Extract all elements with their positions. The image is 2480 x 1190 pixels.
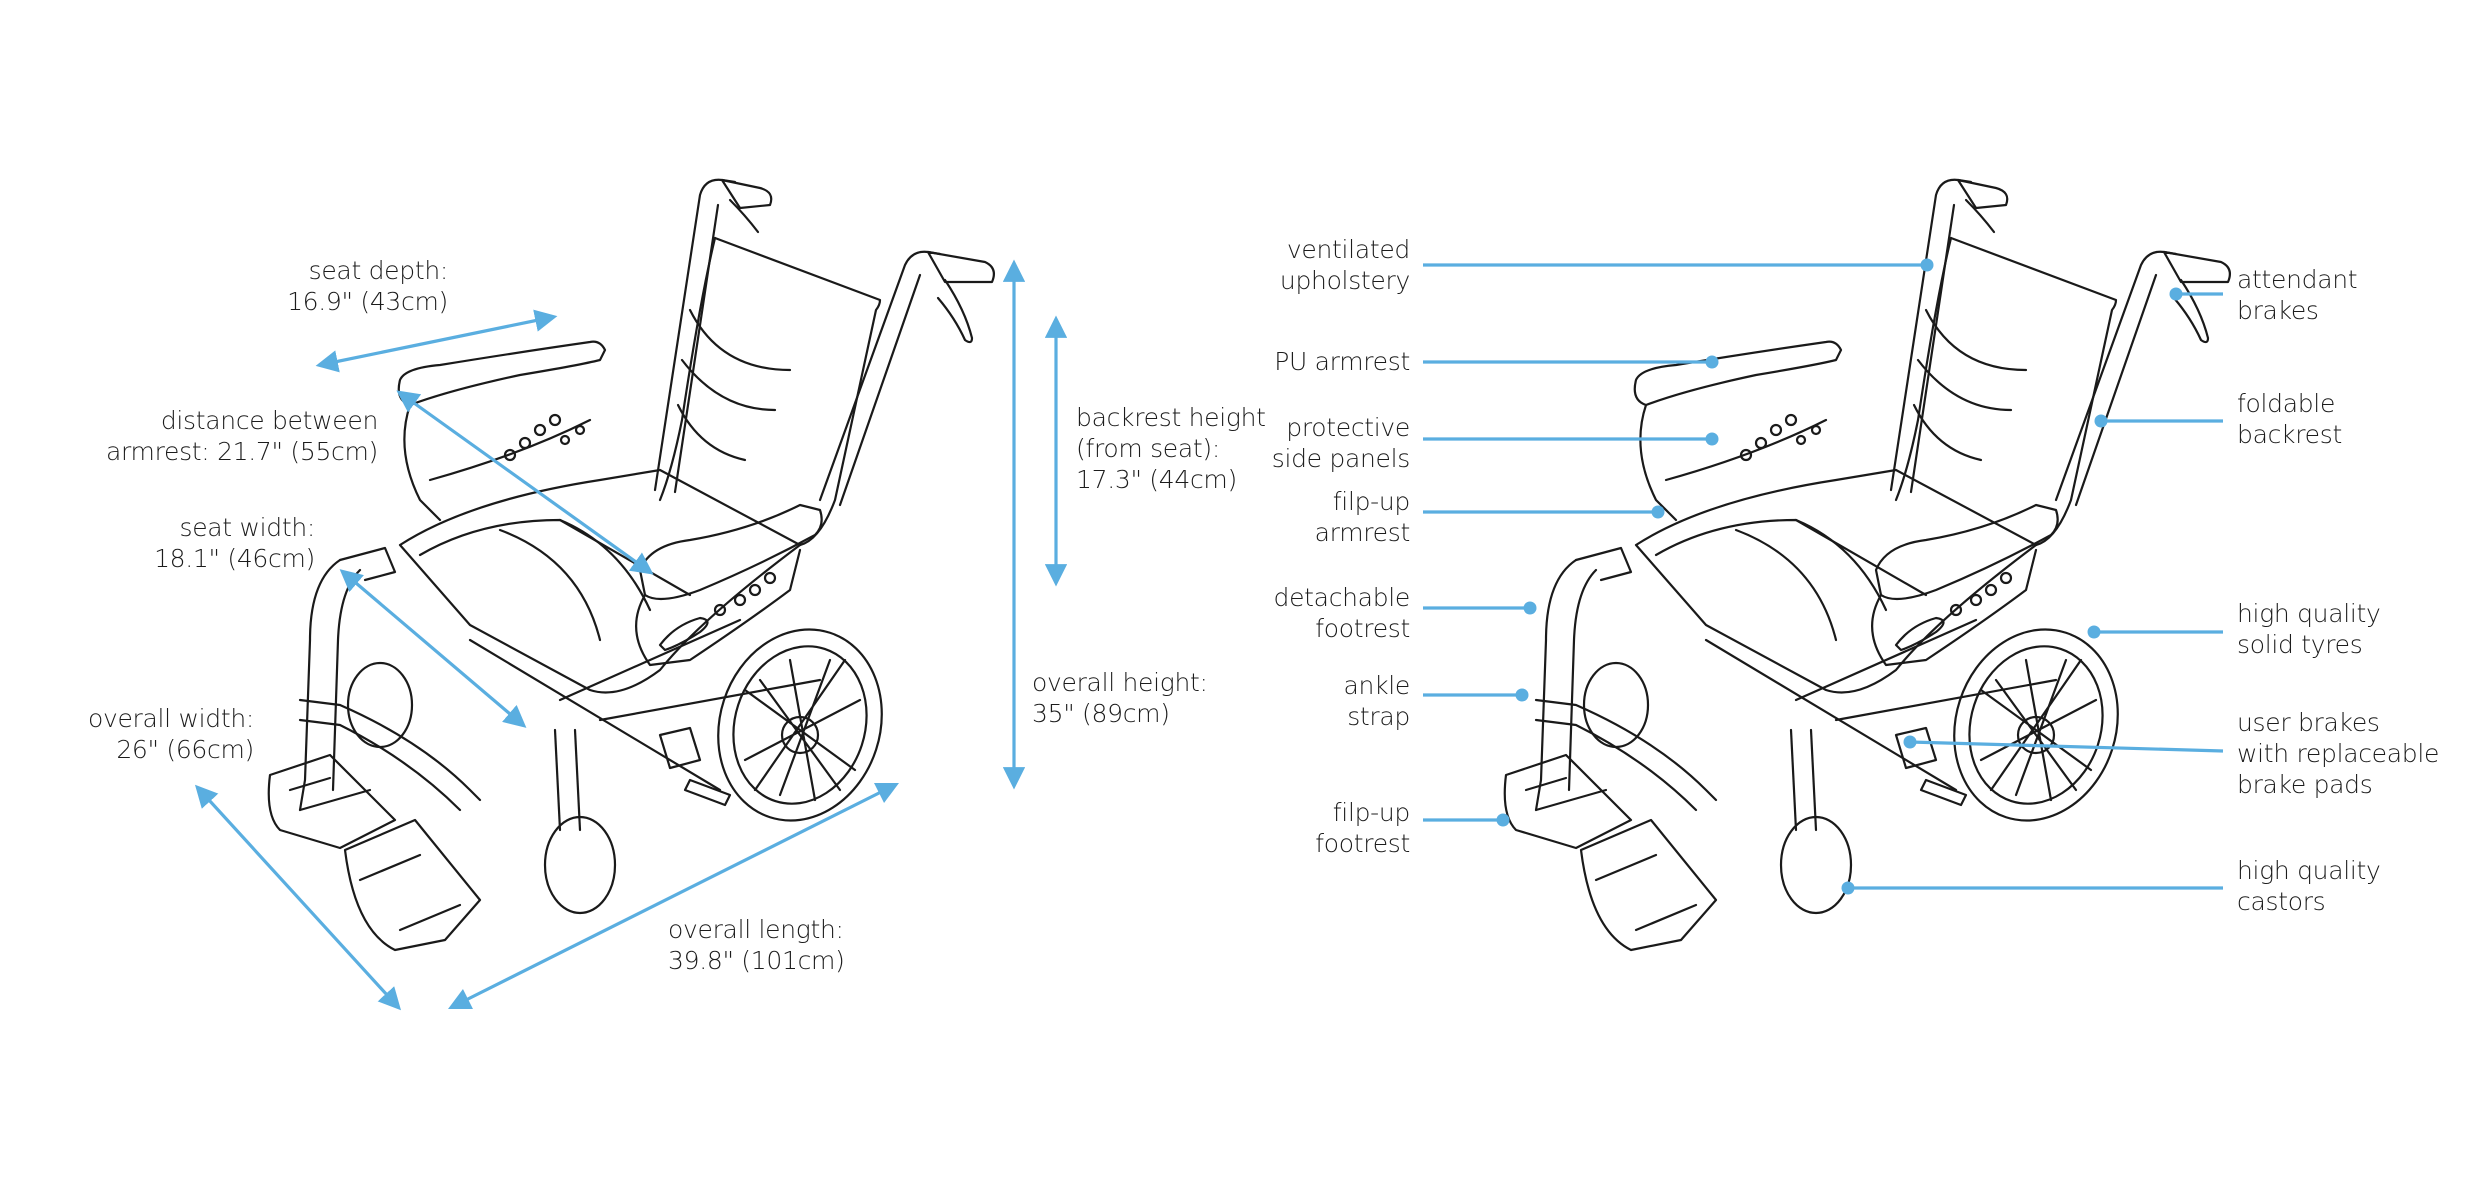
feature-line2: side panels [1271, 444, 1411, 473]
wheelchair-features-drawing [1503, 178, 2231, 952]
distance-between-armrest-label: distance between armrest: 21.7" (55cm) [100, 405, 378, 467]
feature-line1: high quality [2237, 856, 2381, 885]
overall-length-label: overall length: 39.8" (101cm) [668, 914, 845, 976]
distance-between-value: armrest: 21.7" (55cm) [105, 437, 378, 466]
backrest-height-value: 17.3" (44cm) [1076, 465, 1237, 494]
leader-flip-up-footrest [1423, 813, 1510, 827]
feature-line2: castors [2237, 887, 2326, 916]
backrest-height-subtitle: (from seat): [1076, 434, 1220, 463]
feature-line2: footrest [1315, 829, 1410, 858]
overall-width-title: overall width: [87, 704, 254, 733]
feature-line2: footrest [1315, 614, 1410, 643]
distance-between-arrow [396, 390, 654, 575]
leader-user-brakes [1903, 735, 2224, 753]
overall-length-value: 39.8" (101cm) [668, 946, 845, 975]
leader-dot [1705, 432, 1719, 446]
feature-line2: upholstery [1279, 266, 1410, 295]
feature-label-ventilated-upholstery: ventilated upholstery [1200, 234, 1410, 296]
feature-line1: ankle [1343, 671, 1411, 700]
feature-line1: high quality [2237, 599, 2381, 628]
feature-label-foldable-backrest: foldable backrest [2237, 388, 2342, 450]
feature-line1: filp-up [1332, 487, 1411, 516]
seat-depth-title: seat depth: [308, 256, 449, 285]
feature-line1: filp-up [1332, 798, 1411, 827]
leader-dot [1920, 258, 1934, 272]
feature-label-solid-tyres: high quality solid tyres [2237, 598, 2381, 660]
feature-label-castors: high quality castors [2237, 855, 2381, 917]
leader-dot [1651, 505, 1665, 519]
overall-width-value: 26" (66cm) [116, 735, 254, 764]
feature-line2: armrest [1314, 518, 1411, 547]
backrest-height-title: backrest height [1076, 403, 1266, 432]
leader-dot [1841, 881, 1855, 895]
feature-line2: brakes [2237, 296, 2319, 325]
seat-depth-arrow [315, 309, 558, 373]
feature-label-attendant-brakes: attendant brakes [2237, 264, 2358, 326]
feature-label-pu-armrest: PU armrest [1200, 346, 1410, 377]
seat-depth-value: 16.9" (43cm) [287, 287, 448, 316]
seat-width-arrow [339, 569, 527, 728]
seat-width-value: 18.1" (46cm) [154, 544, 315, 573]
overall-width-label: overall width: 26" (66cm) [60, 703, 254, 765]
feature-label-flip-up-footrest: filp-up footrest [1200, 797, 1410, 859]
leader-protective-side-panels [1423, 432, 1719, 446]
overall-height-value: 35" (89cm) [1032, 699, 1170, 728]
leader-dot [2169, 287, 2183, 301]
overall-length-title: overall length: [668, 915, 844, 944]
feature-line2: strap [1347, 702, 1410, 731]
leader-foldable-backrest [2094, 414, 2223, 428]
seat-depth-label: seat depth: 16.9" (43cm) [250, 255, 448, 317]
leader-ventilated-upholstery [1423, 258, 1934, 272]
leader-attendant-brakes [2169, 287, 2223, 301]
feature-label-protective-side-panels: protective side panels [1200, 412, 1411, 474]
feature-line3: brake pads [2237, 770, 2373, 799]
feature-line1: PU armrest [1274, 347, 1410, 376]
leader-dot [1523, 601, 1537, 615]
leader-castors [1841, 881, 2223, 895]
overall-height-title: overall height: [1032, 668, 1208, 697]
feature-line1: ventilated [1286, 235, 1410, 264]
leader-pu-armrest [1423, 355, 1719, 369]
feature-line1: attendant [2237, 265, 2358, 294]
feature-line1: foldable [2237, 389, 2336, 418]
seat-width-title: seat width: [179, 513, 315, 542]
feature-line1: detachable [1273, 583, 1411, 612]
seat-width-label: seat width: 18.1" (46cm) [130, 512, 315, 574]
feature-label-user-brakes: user brakes with replaceable brake pads [2237, 707, 2439, 800]
overall-width-arrow [194, 784, 402, 1011]
leader-ankle-strap [1423, 688, 1529, 702]
leader-dot [1705, 355, 1719, 369]
feature-line1: user brakes [2237, 708, 2380, 737]
feature-line1: protective [1286, 413, 1410, 442]
feature-line2: backrest [2237, 420, 2342, 449]
leader-dot [2094, 414, 2108, 428]
leader-dot [2087, 625, 2101, 639]
leader-dot [1515, 688, 1529, 702]
feature-label-flip-up-armrest: filp-up armrest [1200, 486, 1411, 548]
feature-line2: with replaceable [2237, 739, 2440, 768]
leader-solid-tyres [2087, 625, 2223, 639]
feature-label-ankle-strap: ankle strap [1200, 670, 1411, 732]
backrest-height-label: backrest height (from seat): 17.3" (44cm… [1076, 402, 1266, 495]
distance-between-title: distance between [160, 406, 378, 435]
leader-dot [1903, 735, 1917, 749]
overall-length-arrow [447, 782, 900, 1010]
leader-line [1909, 740, 2224, 753]
leader-detachable-footrest [1423, 601, 1537, 615]
feature-line2: solid tyres [2237, 630, 2363, 659]
leader-flip-up-armrest [1423, 505, 1665, 519]
leader-dot [1496, 813, 1510, 827]
feature-label-detachable-footrest: detachable footrest [1200, 582, 1411, 644]
overall-height-label: overall height: 35" (89cm) [1032, 667, 1208, 729]
